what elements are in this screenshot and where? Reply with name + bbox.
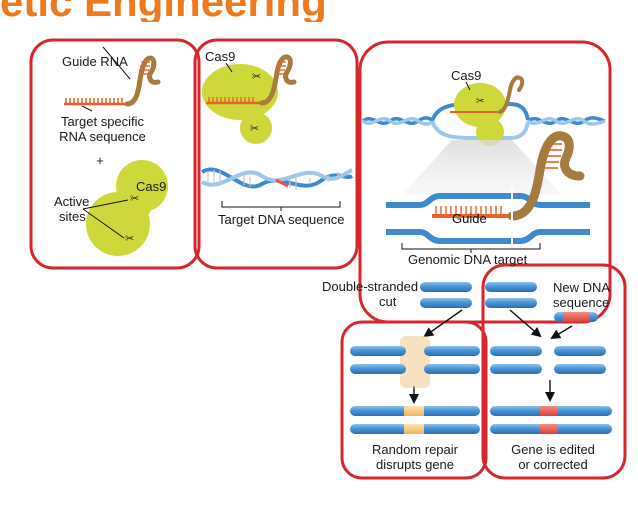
label-random-2: disrupts gene	[375, 457, 455, 472]
label-cas9-1: Cas9	[136, 179, 167, 194]
label-cas9-2: Cas9	[205, 49, 236, 64]
label-target-specific-2: RNA sequence	[59, 129, 146, 144]
label-active-2: sites	[59, 209, 86, 224]
scissors-icon: ✂	[250, 122, 259, 135]
panel-targeting	[358, 40, 612, 324]
label-target-dna: Target DNA sequence	[218, 212, 345, 227]
dna-unwinding: ✂	[361, 75, 606, 146]
scissors-icon: ✂	[476, 96, 484, 107]
label-guide-rna: Guide RNA	[62, 54, 128, 69]
label-target-specific-1: Target specific	[60, 114, 145, 129]
label-double-stranded-1: Double-stranded	[322, 279, 419, 294]
scissors-icon: ✂	[125, 232, 134, 245]
zoom-beam	[402, 140, 562, 195]
cas9-protein-1: ✂ ✂	[86, 160, 168, 256]
dna-zoom	[386, 131, 590, 248]
cas9-guide-complex: ✂ ✂	[202, 54, 297, 144]
label-plus: +	[96, 153, 104, 168]
label-genomic-target: Genomic DNA target	[408, 252, 528, 267]
label-edited-1: Gene is edited	[511, 442, 595, 457]
new-dna-fragment	[554, 312, 598, 322]
random-repair-dna	[350, 336, 480, 434]
label-cas9-3: Cas9	[451, 68, 482, 83]
label-edited-2: or corrected	[518, 457, 588, 472]
label-active-1: Active	[54, 194, 90, 209]
edited-dna	[490, 346, 612, 434]
page-title: etic Engineering	[0, 0, 400, 22]
label-new-dna-1: New DNA	[553, 280, 611, 295]
panel-random-repair	[340, 320, 488, 480]
panel-assembly	[193, 38, 359, 270]
guide-rna-graphic	[64, 55, 161, 107]
panel-gene-edited	[481, 263, 627, 480]
panel-inputs	[29, 38, 201, 270]
label-random-1: Random repair	[372, 442, 458, 457]
scissors-icon: ✂	[252, 70, 261, 83]
scissors-icon: ✂	[130, 192, 139, 205]
label-guide: Guide	[452, 211, 487, 226]
label-double-stranded-2: cut	[379, 294, 397, 309]
dna-helix	[200, 167, 354, 190]
cut-dna	[420, 282, 537, 308]
label-new-dna-2: sequence	[553, 295, 610, 310]
